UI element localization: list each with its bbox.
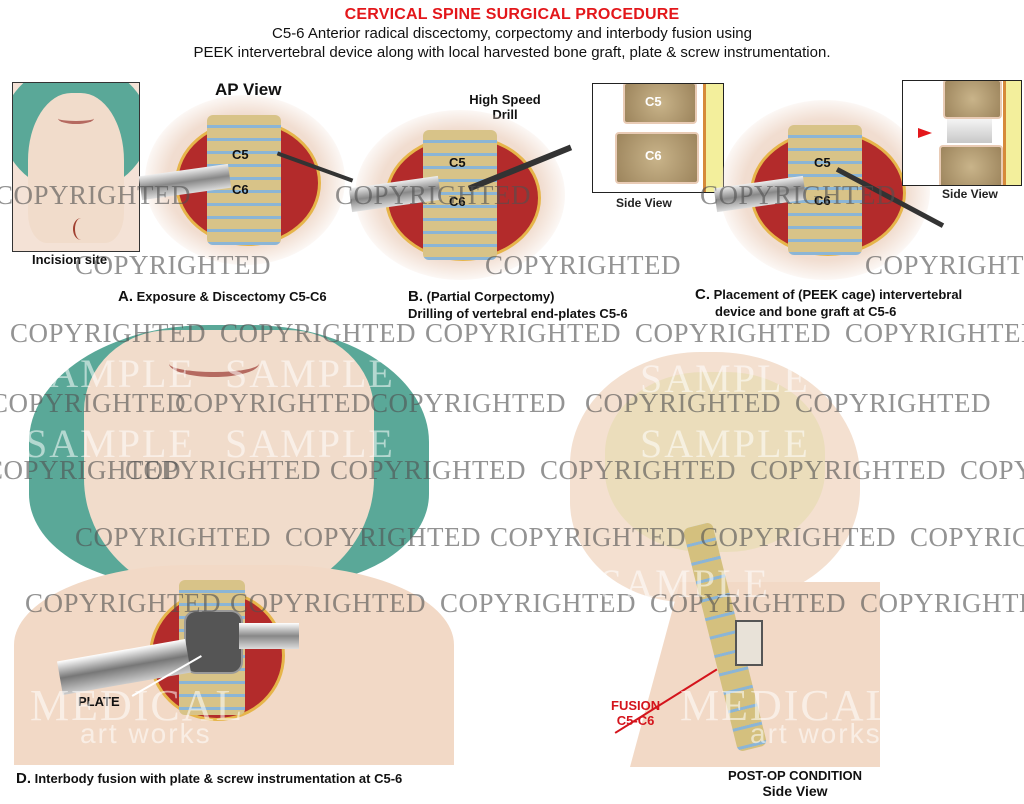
incision-site-illustration	[12, 82, 140, 252]
caption-b-line2: Drilling of vertebral end-plates C5-6	[408, 306, 628, 321]
insertion-arrow-icon	[918, 128, 932, 138]
side-view-inset-b: C5 C6	[592, 83, 724, 193]
ap-head-plate-illustration	[14, 325, 454, 765]
c5-label-a: C5	[232, 147, 249, 162]
side-c5-label-b: C5	[645, 94, 662, 109]
caption-d: D. Interbody fusion with plate & screw i…	[16, 770, 403, 787]
caption-c-line2: device and bone graft at C5-6	[715, 304, 897, 319]
side-view-inset-c	[902, 80, 1022, 186]
c6-label-b: C6	[449, 194, 466, 209]
caption-a: A. Exposure & Discectomy C5-C6	[118, 288, 327, 305]
ap-view-label: AP View	[215, 80, 282, 99]
fusion-implant	[735, 620, 763, 666]
lateral-head-spine-illustration	[530, 352, 910, 767]
subtitle-line-1: C5-6 Anterior radical discectomy, corpec…	[272, 25, 752, 42]
c5-label-c: C5	[814, 155, 831, 170]
c6-label-c: C6	[814, 193, 831, 208]
fixation-plate	[184, 610, 243, 674]
side-c6-label-b: C6	[645, 148, 662, 163]
caption-post-op: POST-OP CONDITION Side View	[727, 768, 863, 799]
ap-surgical-field-b: C5 C6	[348, 110, 573, 280]
page-title: CERVICAL SPINE SURGICAL PROCEDURE	[344, 6, 680, 23]
fusion-label: FUSION C5-C6	[611, 698, 661, 728]
ap-surgical-field-a: C5 C6	[138, 95, 354, 265]
incision-site-label: Incision site	[32, 252, 108, 267]
side-view-label-b: Side View	[616, 196, 672, 210]
caption-c-line1: C. Placement of (PEEK cage) intervertebr…	[695, 286, 963, 303]
caption-b-line1: B. (Partial Corpectomy)	[408, 288, 555, 305]
plate-label: PLATE	[78, 694, 120, 709]
ap-surgical-field-c: C5 C6	[713, 100, 945, 280]
subtitle-line-2: PEEK intervertebral device along with lo…	[193, 44, 831, 61]
c6-label-a: C6	[232, 182, 249, 197]
c5-label-b: C5	[449, 155, 466, 170]
side-view-label-c: Side View	[942, 187, 998, 201]
